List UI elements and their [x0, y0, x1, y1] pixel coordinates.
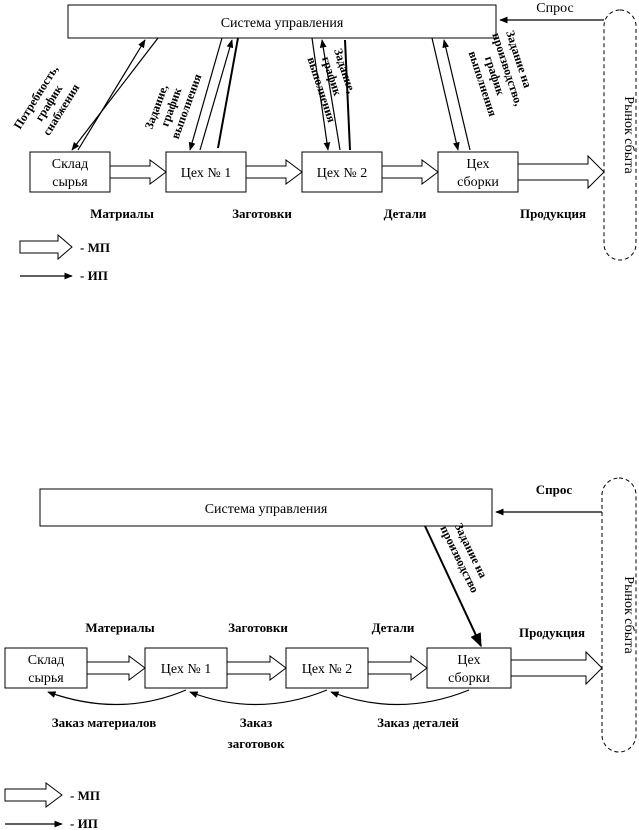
info-line-shop2-thick [344, 39, 351, 151]
demand-label: Спрос [536, 1, 573, 16]
info-arrow-assembly-down [431, 37, 460, 151]
info-arrow-shop1-up [199, 39, 234, 151]
control-system-box: Система управления [67, 4, 497, 39]
shop1-label: Цех № 1 [181, 166, 232, 181]
task-arrow-assembly [424, 525, 482, 648]
assembly-label-1: Цех [466, 157, 489, 172]
assembly-label-2-2: сборки [448, 671, 490, 686]
info-label-task1: Задание, график выполнения [142, 72, 205, 141]
pull-diagram: Система управления Рынок сбыта Спрос Зад… [4, 477, 637, 830]
info-arrow-shop2-down [311, 37, 331, 151]
order-arrow-materials [47, 689, 187, 706]
task-label: Задание на производство [437, 521, 490, 595]
legend-mp-arrow-2 [4, 782, 63, 808]
mat-flow-arrow-4 [517, 154, 605, 190]
flow-parts-label-2: Детали [372, 620, 415, 635]
mat-flow-arrow-2-1 [86, 655, 146, 681]
order-materials-label: Заказ материалов [52, 715, 157, 730]
control-system-label-2: Система управления [205, 502, 328, 517]
assembly-label-2-1: Цех [457, 653, 480, 668]
legend-push: - МП - ИП [19, 233, 110, 283]
flow-blanks-label-2: Заготовки [228, 620, 288, 635]
control-system-box-2: Система управления [39, 488, 493, 527]
market-label-2: Рынок сбыта [621, 576, 636, 654]
assembly-label-2: сборки [457, 175, 499, 190]
warehouse-box-2: Склад сырья [4, 647, 88, 689]
warehouse-box: Склад сырья [29, 151, 111, 193]
info-arrow-assembly-up [442, 39, 471, 151]
shop2-box: Цех № 2 [301, 151, 383, 193]
flow-parts-label: Детали [384, 206, 427, 221]
flow-products-label: Продукция [520, 206, 586, 221]
mat-flow-arrow-2-4 [510, 650, 603, 686]
order-parts-label: Заказ деталей [377, 715, 459, 730]
market-box-2: Рынок сбыта [601, 477, 637, 753]
legend-ip-label: - ИП [80, 268, 108, 283]
info-line-shop1-thick [217, 37, 239, 149]
assembly-box-2: Цех сборки [426, 647, 512, 689]
order-arrow-blanks [189, 689, 328, 706]
order-arrow-parts [330, 689, 470, 706]
info-arrow-warehouse-down [71, 37, 159, 151]
mat-flow-arrow-2-3 [367, 655, 428, 681]
info-arrow-shop1-down [188, 37, 223, 151]
shop2-label: Цех № 2 [317, 166, 368, 181]
shop1-box: Цех № 1 [165, 151, 247, 193]
mat-flow-arrow-1 [109, 159, 167, 185]
mat-flow-arrow-2-2 [226, 655, 287, 681]
control-system-label: Система управления [221, 16, 344, 31]
warehouse-label-2-1: Склад [28, 653, 64, 668]
assembly-box: Цех сборки [437, 151, 519, 193]
warehouse-label-1: Склад [52, 157, 88, 172]
info-arrow-shop2-up [319, 39, 341, 151]
legend-mp-arrow [19, 233, 73, 261]
demand-label-2: Спрос [536, 482, 573, 497]
flow-materials-label-2: Материалы [85, 620, 154, 635]
market-box: Рынок сбыта [603, 9, 637, 261]
legend-mp-label-2: - МП [70, 788, 100, 803]
mat-flow-arrow-2 [245, 159, 303, 185]
mat-flow-arrow-3 [381, 159, 439, 185]
info-label-supply: Потребность, график снабжения [11, 63, 83, 138]
legend-mp-label: - МП [80, 240, 110, 255]
legend-pull: - МП - ИП [4, 782, 100, 830]
shop2-label-2: Цех № 2 [302, 662, 353, 677]
shop1-box-2: Цех № 1 [144, 647, 228, 689]
order-blanks-label-1: Заказ [240, 715, 272, 730]
info-label-production: Задание на производство, график выполнен… [466, 29, 535, 119]
legend-ip-label-2: - ИП [70, 816, 98, 830]
flow-products-label-2: Продукция [519, 625, 585, 640]
shop2-box-2: Цех № 2 [285, 647, 369, 689]
market-label: Рынок сбыта [621, 96, 636, 174]
push-diagram: Система управления Рынок сбыта Спрос Скл… [11, 1, 637, 283]
info-arrow-warehouse-up [77, 39, 146, 151]
warehouse-label-2: сырья [52, 175, 88, 190]
flow-materials-label: Матриалы [90, 206, 154, 221]
warehouse-label-2-2: сырья [28, 671, 64, 686]
info-label-task2: Задание, график выполнения [305, 47, 359, 125]
flow-blanks-label: Заготовки [232, 206, 292, 221]
shop1-label-2: Цех № 1 [161, 662, 212, 677]
order-blanks-label-2: заготовок [228, 736, 285, 751]
